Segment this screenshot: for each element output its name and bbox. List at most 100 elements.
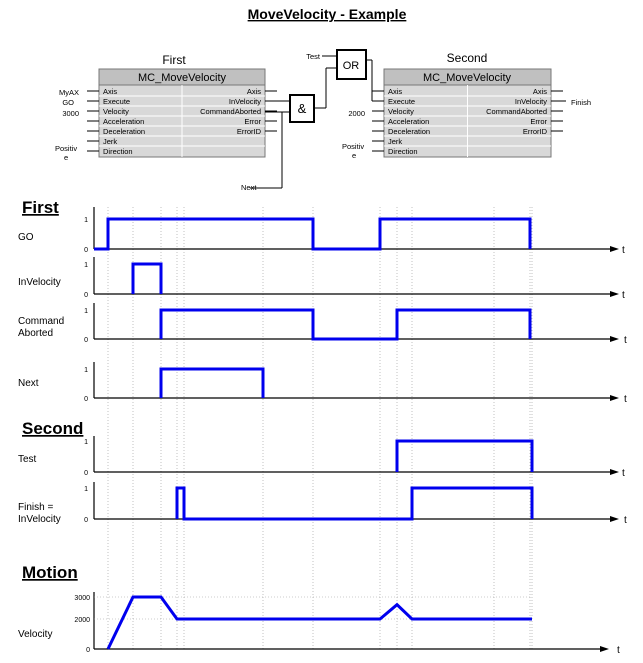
trace-invelocity [131,262,163,294]
signal-label-command-aborted-2: Aborted [18,328,53,339]
second-ext-direction-2: e [352,151,356,160]
velocity-tick-label: 0 [86,647,90,654]
time-axis-label: t [624,394,627,405]
or-gate-label: OR [343,60,360,72]
time-axis-label: t [617,645,620,656]
second-block: Second MC_MoveVelocity AxisExecuteVeloci… [372,51,563,158]
second-block-pins: AxisExecuteVelocityAccelerationDecelerat… [372,85,563,157]
first-ext-direction-1: Positiv [55,144,77,153]
first-output-label: Error [244,117,261,126]
second-output-label: CommandAborted [486,107,547,116]
second-output-label: ErrorID [523,127,548,136]
first-block-pins: AxisExecuteVelocityAccelerationDecelerat… [87,85,277,157]
second-input-label: Axis [388,87,402,96]
level-high-label: 1 [84,367,88,374]
first-output-label: Axis [247,87,261,96]
first-block-caption: First [162,53,186,67]
level-high-label: 1 [84,262,88,269]
second-block-name: MC_MoveVelocity [423,72,512,84]
signal-label-velocity: Velocity [18,629,52,640]
logic-wiring [250,55,566,189]
time-axis-arrow-icon [610,516,619,522]
first-output-label: InVelocity [229,97,261,106]
first-input-label: Velocity [103,107,129,116]
first-block-name: MC_MoveVelocity [138,72,227,84]
and-gate [289,94,315,123]
second-input-label: Deceleration [388,127,430,136]
time-axis-label: t [624,335,627,346]
time-axis-label: t [622,468,625,479]
first-input-label: Axis [103,87,117,96]
second-input-label: Velocity [388,107,414,116]
second-output-label: Axis [533,87,547,96]
section-second: Second [22,419,83,438]
second-input-label: Direction [388,147,418,156]
test-label: Test [306,52,321,61]
level-low-label: 0 [84,396,88,403]
first-input-label: Direction [103,147,133,156]
guide-lines [107,207,533,650]
first-input-label: Acceleration [103,117,144,126]
or-gate [336,49,367,80]
signal-label-invelocity: InVelocity [18,277,61,288]
signal-label-finish-2: InVelocity [18,514,61,525]
velocity-tick-label: 2000 [74,617,90,624]
time-axis-label: t [622,290,625,301]
time-axis-arrow-icon [610,469,619,475]
level-low-label: 0 [84,470,88,477]
diagram-title: MoveVelocity - Example [248,6,407,22]
second-input-label: Acceleration [388,117,429,126]
first-output-label: CommandAborted [200,107,261,116]
second-ext-invelocity: Finish [571,98,591,107]
second-output-label: InVelocity [515,97,547,106]
signal-label-command-aborted-1: Command [18,316,64,327]
level-low-label: 0 [84,247,88,254]
trace-finish-invelocity [175,486,534,521]
time-axis-label: t [622,245,625,256]
level-low-label: 0 [84,337,88,344]
first-ext-direction-2: e [64,153,68,162]
second-input-label: Jerk [388,137,402,146]
velocity-tick-label: 3000 [74,595,90,602]
signal-label-go: GO [18,232,34,243]
second-ext-direction-1: Positiv [342,142,364,151]
first-input-label: Execute [103,97,130,106]
first-ext-execute: GO [62,98,74,107]
level-high-label: 1 [84,439,88,446]
next-label: Next [241,183,257,192]
level-high-label: 1 [84,217,88,224]
first-block: First MC_MoveVelocity AxisExecuteVelocit… [87,53,277,158]
level-high-label: 1 [84,486,88,493]
trace-go [94,217,532,251]
second-output-label: Error [530,117,547,126]
time-axis-arrow-icon [610,246,619,252]
first-input-label: Deceleration [103,127,145,136]
first-input-label: Jerk [103,137,117,146]
second-ext-velocity: 2000 [348,109,365,118]
trace-velocity [106,595,532,650]
trace-commandaborted [159,308,532,341]
and-gate-label: & [298,101,307,116]
section-motion: Motion [22,563,78,582]
time-axis-label: t [624,515,627,526]
trace-test [395,439,534,472]
level-high-label: 1 [84,308,88,315]
time-axis-arrow-icon [610,336,619,342]
first-ext-velocity: 3000 [62,109,79,118]
time-axis-arrow-icon [610,395,619,401]
time-axis-arrow-icon [610,291,619,297]
level-low-label: 0 [84,292,88,299]
second-input-label: Execute [388,97,415,106]
trace-next [159,367,265,398]
time-axis-arrow-icon [600,646,609,652]
signal-label-test: Test [18,454,37,465]
second-block-caption: Second [447,51,488,65]
signal-traces [94,217,534,650]
signal-label-finish-1: Finish = [18,502,53,513]
signal-label-next: Next [18,378,39,389]
section-first: First [22,198,59,217]
level-low-label: 0 [84,517,88,524]
first-output-label: ErrorID [237,127,262,136]
time-axes: t 1 0 t 1 0 t 1 0 t 1 0 t 1 0 t 1 0 t 3000 2000 0 [74,207,627,656]
